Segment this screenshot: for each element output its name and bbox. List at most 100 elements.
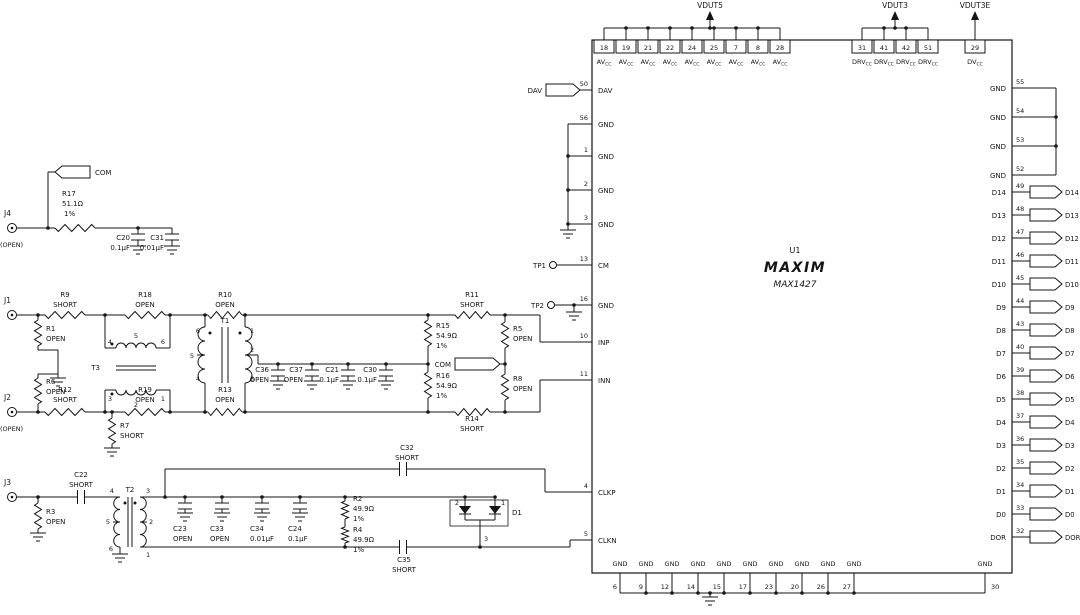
polarity-dot (133, 501, 137, 505)
data-connector-label: D1 (1065, 488, 1075, 496)
pin-number: 10 (580, 332, 588, 340)
label-parts-r9-1: SHORT (53, 301, 78, 309)
pin-name: AVCC (773, 58, 788, 68)
pin-number: 4 (584, 482, 588, 490)
capacitor (293, 502, 307, 510)
resistor-r2 (340, 500, 350, 520)
ground-symbol (30, 532, 46, 542)
label-parts-r17-2: 1% (64, 210, 75, 218)
pin-name: GND (978, 560, 993, 568)
pin-number: 2 (584, 180, 588, 188)
pin-number: 46 (1016, 251, 1024, 259)
label-parts-r7-0: R7 (120, 422, 129, 430)
ground-symbol (164, 245, 180, 255)
dav-net-label: DAV (528, 87, 543, 95)
data-out-flag (1029, 438, 1063, 452)
label-parts-r3-0: R3 (46, 508, 55, 516)
resistor-r5 (500, 321, 510, 349)
pin-name: INP (598, 339, 610, 347)
pin-number: 22 (666, 44, 674, 52)
pin-name: D2 (996, 465, 1006, 473)
polarity-dot (238, 331, 242, 335)
d1-outline (449, 499, 509, 527)
pin-number: 18 (600, 44, 608, 52)
ic-part-number: MAX1427 (774, 280, 817, 290)
pin-number: 39 (1016, 366, 1024, 374)
pin-name: AVCC (641, 58, 656, 68)
resistor-r16 (423, 371, 433, 399)
label-parts-c36-1: OPEN (250, 376, 269, 384)
label-parts-d1-p-1: 1 (501, 499, 505, 507)
pin-number: 48 (1016, 205, 1024, 213)
label-parts-c30-1: 0.1μF (357, 376, 377, 384)
label-parts-t3-p-1: 5 (134, 332, 138, 340)
label-parts-c32-0: C32 (400, 444, 414, 452)
pin-number: 17 (739, 583, 747, 591)
resistor-r1 (33, 319, 43, 347)
pin-number: 5 (584, 530, 588, 538)
capacitor-c20 (131, 233, 145, 241)
junction-dot (690, 26, 694, 30)
resistor-r15 (423, 319, 433, 347)
data-out-flag (1029, 415, 1063, 429)
pin-name: AVCC (729, 58, 744, 68)
pin-box (681, 39, 703, 54)
label-parts-r16-1: 54.9Ω (436, 382, 458, 390)
junction-dot (566, 222, 570, 226)
pin-box (637, 39, 659, 54)
capacitor-c31 (165, 233, 179, 241)
data-out-flag (1029, 369, 1063, 383)
data-connector-label: D12 (1065, 235, 1079, 243)
pin-number: 47 (1016, 228, 1024, 236)
label-parts-r4-0: R4 (353, 526, 363, 534)
junction-dot (668, 26, 672, 30)
pin-number: 13 (580, 255, 588, 263)
label-parts-c32-1: SHORT (395, 454, 420, 462)
label-parts-r13-1: OPEN (215, 396, 234, 404)
label-parts-r19-0: R19 (138, 386, 152, 394)
label-parts-c31-0: C31 (150, 234, 164, 242)
label-parts-r11-1: SHORT (460, 301, 485, 309)
ic-body (591, 39, 1013, 574)
label-parts-t1-p-0: 6 (196, 327, 200, 335)
pin-name: GND (639, 560, 654, 568)
data-out-flag (1029, 231, 1063, 245)
label-parts-r13-0: R13 (218, 386, 232, 394)
pin-name: D3 (996, 442, 1006, 450)
ground-symbol (566, 311, 582, 321)
com-net-label: COM (435, 361, 451, 369)
pin-name: CM (598, 262, 609, 270)
pin-box (964, 39, 986, 54)
pin-name: GND (821, 560, 836, 568)
testpoint-tp2 (547, 301, 555, 309)
pin-number: 8 (756, 44, 760, 52)
pin-name: DRVCC (896, 58, 916, 68)
label-parts-r12-1: SHORT (53, 396, 78, 404)
data-out-flag (1029, 346, 1063, 360)
data-out-flag (1029, 484, 1063, 498)
com-net-label: COM (95, 169, 111, 177)
data-out-flag (1029, 277, 1063, 291)
label-parts-r3-1: OPEN (46, 518, 65, 526)
data-connector-label: D7 (1065, 350, 1075, 358)
pin-number: 31 (858, 44, 866, 52)
pin-number: 9 (639, 583, 643, 591)
t3-top-winding (115, 342, 157, 349)
pin-number: 51 (924, 44, 932, 52)
label-parts-r5-1: OPEN (513, 335, 532, 343)
label-parts-t2-p-2: 5 (106, 518, 110, 526)
label-parts-t3-p-5: 1 (161, 395, 165, 403)
pin-number: 52 (1016, 165, 1024, 173)
pin-name: AVCC (707, 58, 722, 68)
pin-name: D14 (992, 189, 1007, 197)
data-out-flag (1029, 208, 1063, 222)
testpoint-tp1 (549, 261, 557, 269)
pin-name: D13 (992, 212, 1006, 220)
ground-symbol (702, 596, 718, 606)
jack-j3 (7, 492, 17, 502)
pin-number: 29 (971, 44, 979, 52)
label-parts-c30-0: C30 (363, 366, 377, 374)
pin-number: 20 (791, 583, 799, 591)
ground-symbol (112, 553, 128, 563)
junction-dot (904, 26, 908, 30)
